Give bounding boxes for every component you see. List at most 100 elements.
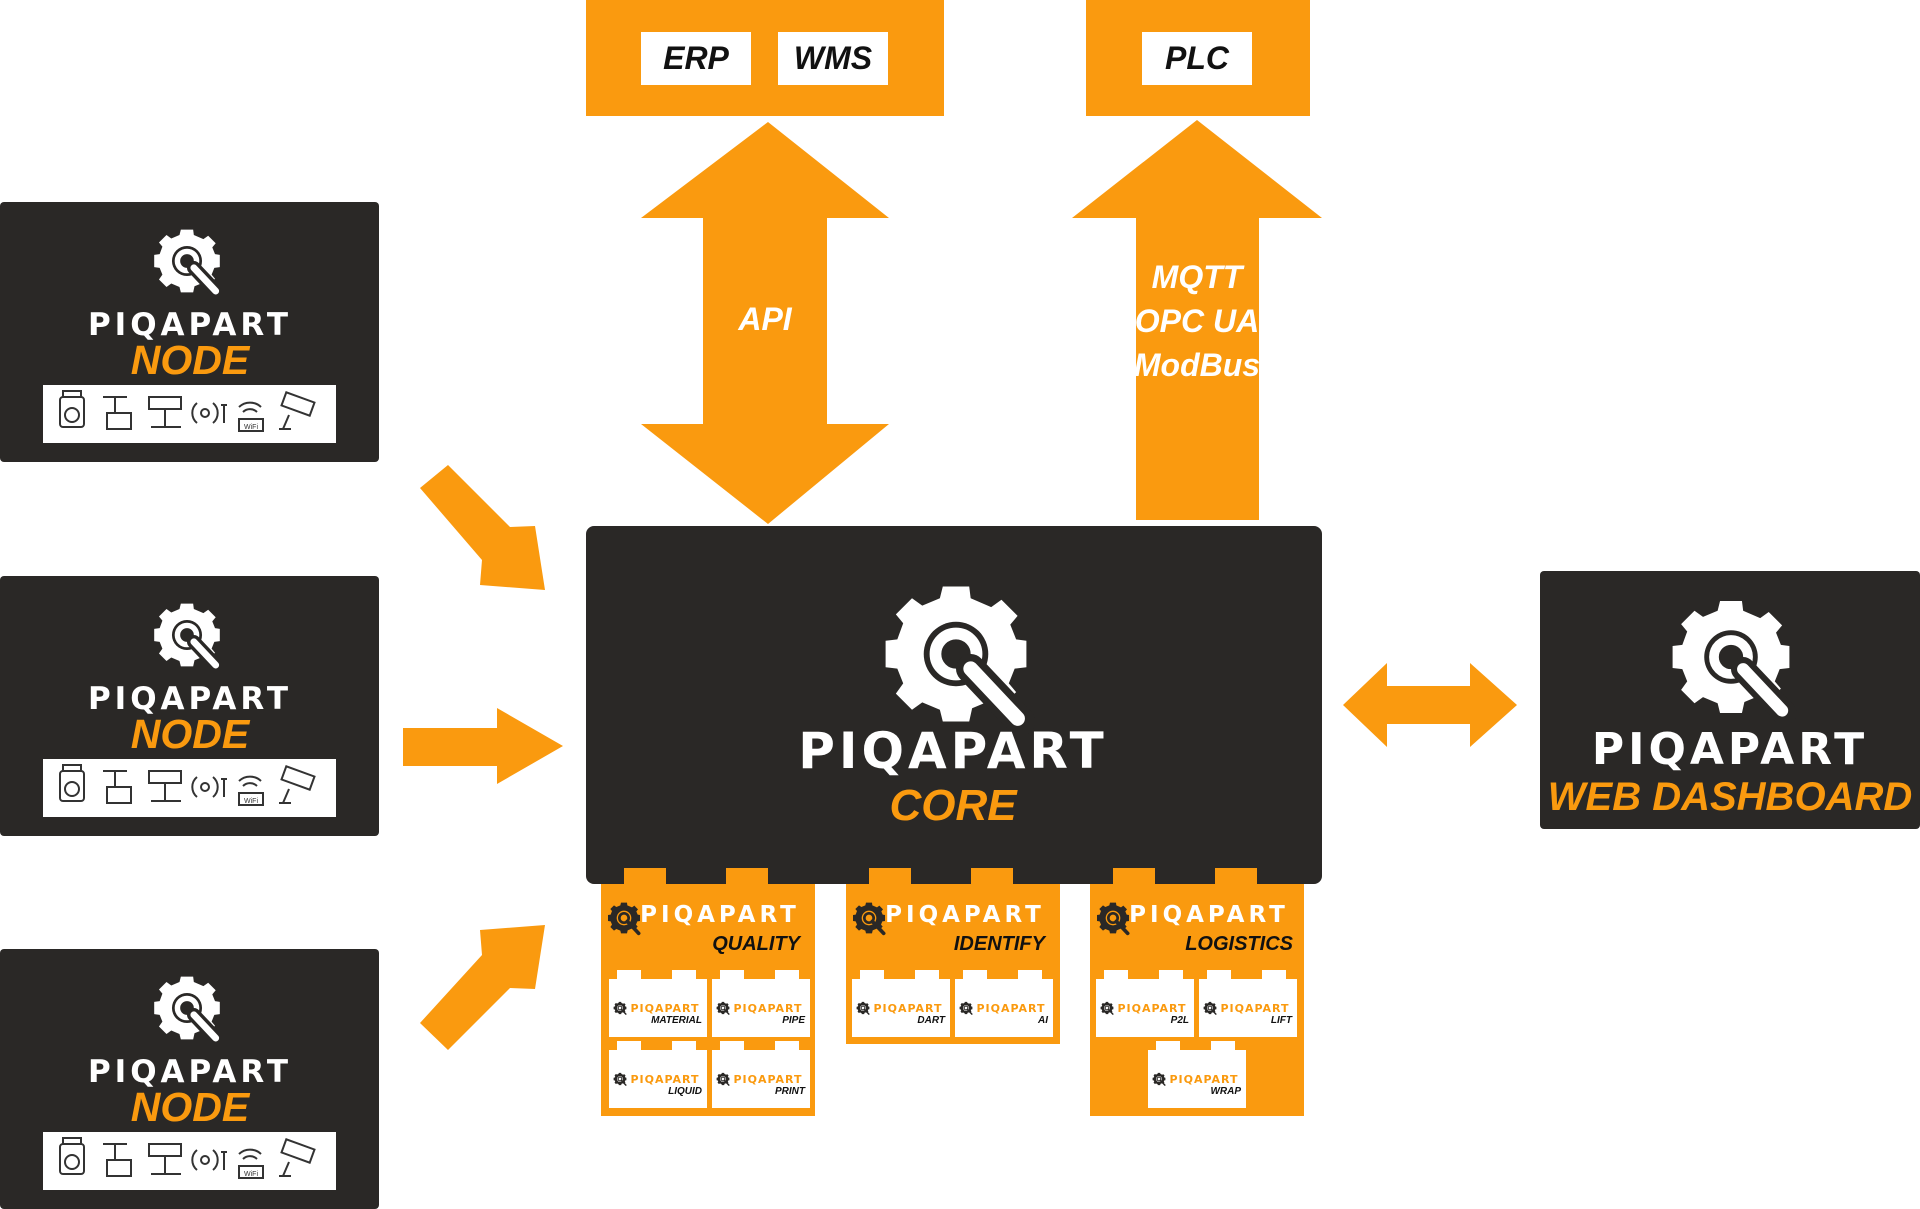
- wifi-icon: [238, 401, 264, 432]
- module-brand: PIQAPART: [885, 902, 1045, 928]
- node3-arrow: [420, 925, 545, 1050]
- submodule-brand: PIQAPART: [1220, 1002, 1289, 1015]
- node-role: NODE: [131, 711, 251, 757]
- submodule-brand: PIQAPART: [733, 1073, 802, 1086]
- node-card: PIQAPART NODE WiFi: [0, 202, 379, 462]
- submodule-material: PIQAPART MATERIAL: [609, 970, 707, 1037]
- gear-magnifier-icon: [855, 1001, 871, 1015]
- gear-magnifier-icon: [606, 900, 642, 936]
- protocol-label: MQTT: [1152, 259, 1245, 295]
- plc-panel: PLC: [1086, 0, 1310, 116]
- wifi-text: WiFi: [244, 798, 258, 805]
- rfid-icon: [191, 402, 227, 424]
- submodule-label: P2L: [1171, 1015, 1189, 1026]
- submodule-liquid: PIQAPART LIQUID: [609, 1041, 707, 1108]
- gear-magnifier-icon: [715, 1072, 731, 1086]
- erp-wms-panel: ERP WMS: [586, 0, 944, 116]
- protocols-up-arrow: [1072, 120, 1322, 520]
- wms-box: [778, 32, 888, 85]
- module-role: IDENTIFY: [954, 933, 1047, 955]
- node-card: PIQAPART NODE WiFi: [0, 576, 379, 836]
- submodule-brand: PIQAPART: [873, 1002, 942, 1015]
- wifi-text: WiFi: [244, 1171, 258, 1178]
- dome-camera-icon: [59, 764, 85, 802]
- submodule-wrap: PIQAPART WRAP: [1148, 1041, 1246, 1108]
- submodule-brand: PIQAPART: [733, 1002, 802, 1015]
- gear-magnifier-icon: [958, 1001, 974, 1015]
- submodule-brand: PIQAPART: [976, 1002, 1045, 1015]
- gear-magnifier-icon: [1202, 1001, 1218, 1015]
- scanner-icon: [103, 396, 132, 430]
- api-double-arrow: [641, 122, 889, 524]
- device-strip: WiFi: [43, 759, 336, 817]
- gear-magnifier-icon: [1095, 900, 1131, 936]
- node2-arrow: [403, 708, 563, 784]
- rfid-icon: [191, 776, 227, 798]
- network-switch-icon: [148, 396, 182, 428]
- plc-box: [1142, 32, 1252, 85]
- submodule-label: AI: [1037, 1015, 1048, 1026]
- cctv-camera-icon: [279, 765, 316, 804]
- node-brand: PIQAPART: [88, 681, 292, 717]
- gear-magnifier-icon: [154, 230, 220, 293]
- core-role: CORE: [889, 781, 1018, 830]
- erp-box: [641, 32, 751, 85]
- gear-magnifier-icon: [612, 1072, 628, 1086]
- submodule-pipe: PIQAPART PIPE: [712, 970, 810, 1037]
- submodule-label: MATERIAL: [651, 1015, 702, 1026]
- submodule-label: PIPE: [782, 1015, 805, 1026]
- module-role: LOGISTICS: [1185, 933, 1293, 955]
- submodule-print: PIQAPART PRINT: [712, 1041, 810, 1108]
- gear-magnifier-icon: [1151, 1072, 1167, 1086]
- node-brand: PIQAPART: [88, 1054, 292, 1090]
- web-dashboard-panel: PIQAPART WEB DASHBOARD: [1540, 571, 1920, 829]
- submodule-label: PRINT: [775, 1086, 806, 1097]
- erp-label: ERP: [663, 40, 729, 76]
- wifi-icon: [238, 1148, 264, 1179]
- dashboard-role: WEB DASHBOARD: [1548, 775, 1912, 819]
- gear-magnifier-icon: [1099, 1001, 1115, 1015]
- gear-magnifier-icon: [154, 977, 220, 1040]
- network-switch-icon: [148, 1143, 182, 1175]
- core-panel: PIQAPART CORE: [586, 526, 1322, 884]
- gear-magnifier-icon: [1673, 601, 1790, 713]
- dashboard-brand: PIQAPART: [1592, 724, 1868, 775]
- module-identify: PIQAPART IDENTIFY PIQAPART DART PIQAPART…: [846, 868, 1060, 1044]
- submodule-dart: PIQAPART DART: [852, 970, 950, 1037]
- cctv-camera-icon: [279, 1138, 316, 1177]
- module-logistics: PIQAPART LOGISTICS PIQAPART P2L PIQAPART…: [1090, 868, 1304, 1116]
- core-brand: PIQAPART: [798, 722, 1108, 780]
- node-card: PIQAPART NODE WiFi: [0, 949, 379, 1209]
- submodule-label: LIQUID: [668, 1086, 702, 1097]
- dome-camera-icon: [59, 390, 85, 428]
- wifi-icon: [238, 775, 264, 806]
- dome-camera-icon: [59, 1137, 85, 1175]
- wifi-text: WiFi: [244, 424, 258, 431]
- module-brand: PIQAPART: [1129, 902, 1289, 928]
- plc-label: PLC: [1165, 40, 1230, 76]
- device-strip: WiFi: [43, 1132, 336, 1190]
- submodule-brand: PIQAPART: [1117, 1002, 1186, 1015]
- dashboard-double-arrow: [1343, 663, 1517, 747]
- module-brand: PIQAPART: [640, 902, 800, 928]
- scanner-icon: [103, 770, 132, 804]
- submodule-p2l: PIQAPART P2L: [1096, 970, 1194, 1037]
- network-switch-icon: [148, 770, 182, 802]
- protocol-label: OPC UA: [1135, 303, 1259, 339]
- submodule-label: DART: [917, 1015, 945, 1026]
- submodule-ai: PIQAPART AI: [955, 970, 1053, 1037]
- submodule-brand: PIQAPART: [1169, 1073, 1238, 1086]
- node-role: NODE: [131, 1084, 251, 1130]
- device-strip: WiFi: [43, 385, 336, 443]
- node1-arrow: [420, 465, 545, 590]
- module-role: QUALITY: [712, 933, 801, 955]
- cctv-camera-icon: [279, 391, 316, 430]
- submodule-label: LIFT: [1271, 1015, 1293, 1026]
- node-brand: PIQAPART: [88, 307, 292, 343]
- gear-magnifier-icon: [612, 1001, 628, 1015]
- gear-magnifier-icon: [154, 604, 220, 667]
- wms-label: WMS: [794, 40, 873, 76]
- gear-magnifier-icon: [851, 900, 887, 936]
- rfid-icon: [191, 1149, 227, 1171]
